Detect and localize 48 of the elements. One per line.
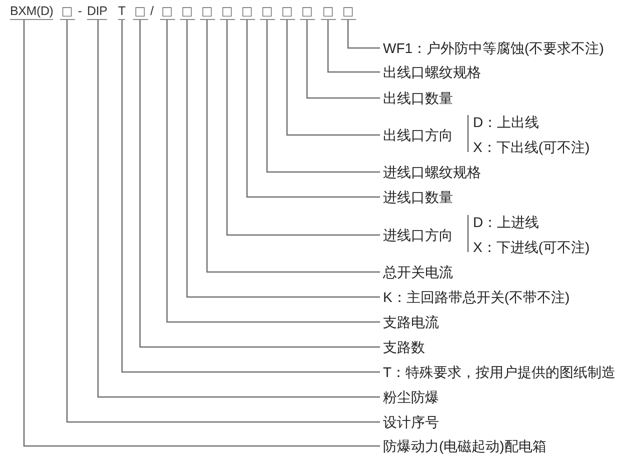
option-text: X：下出线(可不注) [473,138,590,156]
placeholder-box: □ [340,3,356,20]
placeholder-box: □ [200,3,214,20]
separator-text: - [78,3,82,19]
description-text: 支路电流 [383,313,439,331]
option-text: X：下进线(可不注) [473,238,590,256]
leader-line [286,20,380,136]
description-text: 出线口方向 [383,126,453,144]
description-text: 支路数 [383,338,425,356]
placeholder-box: □ [260,3,274,20]
placeholder-box: □ [300,3,314,20]
leader-line [327,20,380,73]
leader-line [246,20,380,198]
placeholder-box: □ [240,3,254,20]
option-text: D：上出线 [473,113,540,131]
leader-line [226,20,380,236]
leader-line [347,20,380,49]
description-text: 总开关电流 [383,263,453,281]
description-text: 出线口螺纹规格 [383,63,481,81]
placeholder-box: □ [60,3,74,20]
leader-line [66,20,380,423]
placeholder-box: □ [320,3,336,20]
placeholder-box: □ [132,3,148,20]
description-text: K：主回路带总开关(不带不注) [383,288,570,306]
description-text: 防爆动力(电磁起动)配电箱 [383,437,546,455]
description-text: T：特殊要求，按用户提供的图纸制造 [383,363,616,381]
description-text: 进线口螺纹规格 [383,163,481,181]
leader-line [23,20,380,447]
leader-line [266,20,380,173]
code-text: BXM(D) [10,3,54,20]
leader-line [186,20,380,298]
description-text: 进线口方向 [383,226,453,244]
description-text: 粉尘防爆 [383,388,439,406]
placeholder-box: □ [220,3,234,20]
description-text: 进线口数量 [383,188,453,206]
leader-line [166,20,380,323]
option-text: D：上进线 [473,213,540,231]
placeholder-box: □ [180,3,194,20]
description-text: 设计序号 [383,413,439,431]
leader-line [306,20,380,99]
code-text: T [118,3,126,20]
placeholder-box: □ [280,3,294,20]
separator-text: / [150,3,154,19]
placeholder-box: □ [160,3,174,20]
code-text: DIP [87,3,108,20]
description-text: 出线口数量 [383,89,453,107]
leader-line [206,20,380,273]
description-text: WF1：户外防中等腐蚀(不要求不注) [383,39,604,57]
